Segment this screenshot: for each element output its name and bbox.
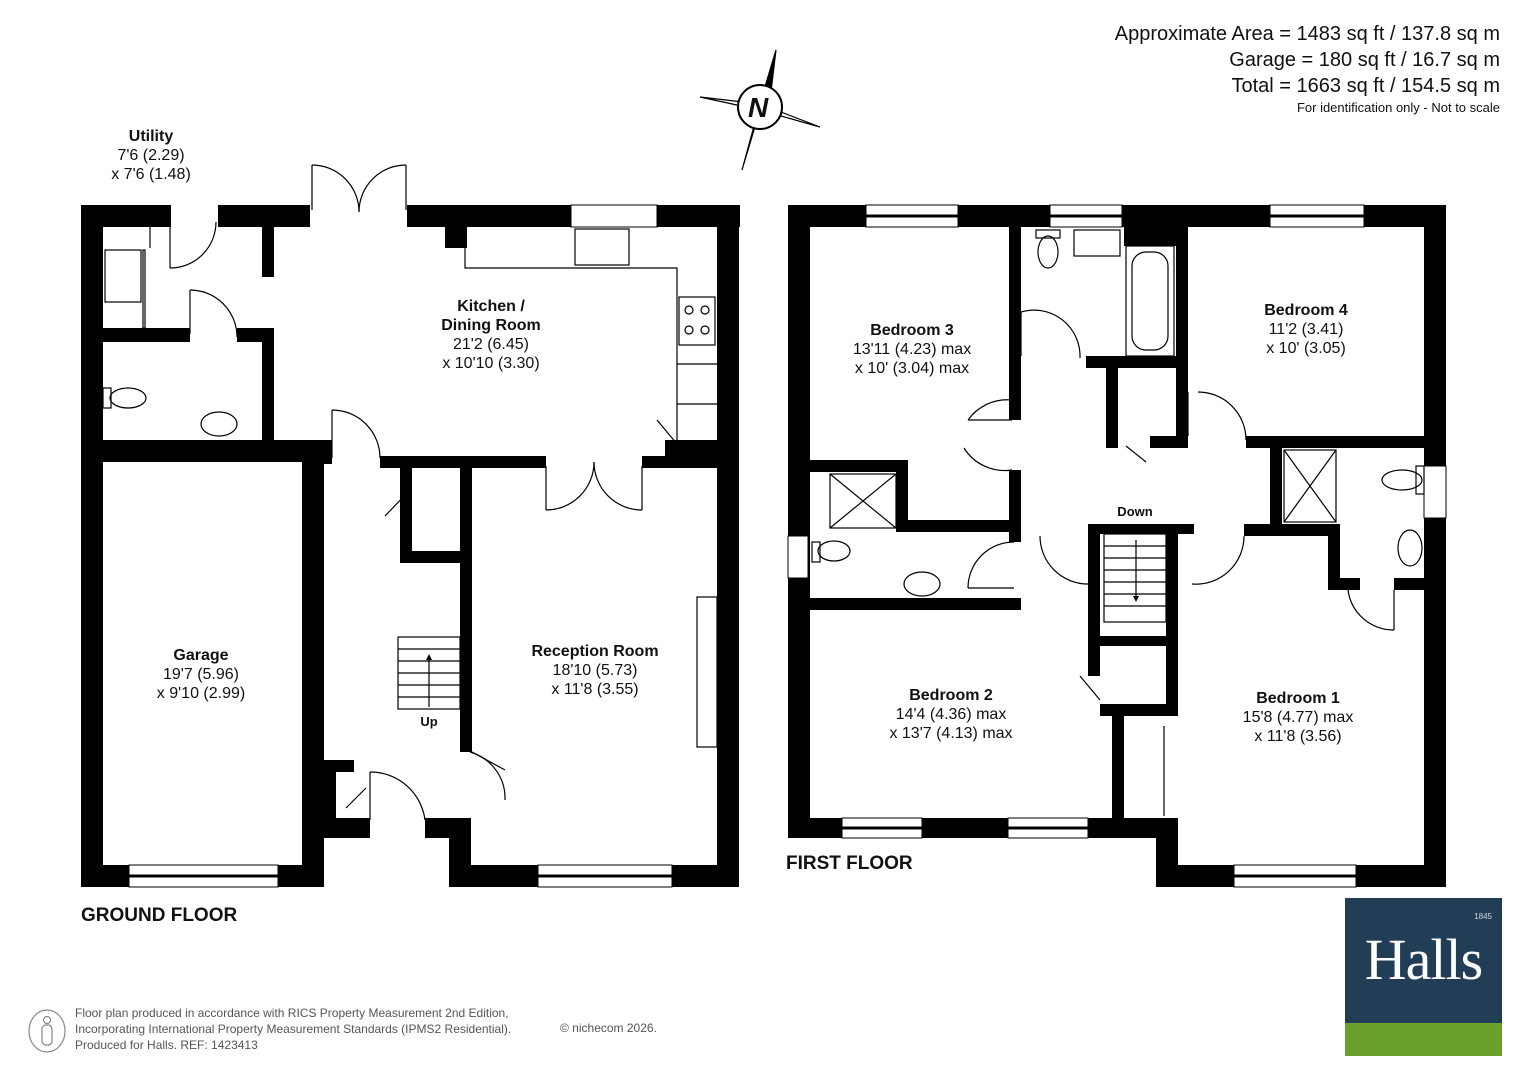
logo-year: 1845 — [1474, 912, 1492, 921]
copyright: © nichecom 2026. — [560, 1021, 657, 1035]
first-floor-fixtures — [811, 229, 1425, 816]
footer-line: Produced for Halls. REF: 1423413 — [75, 1038, 258, 1052]
room-name: Bedroom 4 — [1264, 302, 1348, 319]
ground-floor-windows — [128, 204, 673, 888]
room-utility: Utility 7'6 (2.29) x 7'6 (1.48) — [111, 127, 191, 184]
room-dim: x 10' (3.04) max — [854, 360, 970, 377]
total-area: Total = 1663 sq ft / 154.5 sq m — [1231, 75, 1501, 97]
compass-rose — [699, 49, 821, 171]
ground-floor-title: GROUND FLOOR — [81, 905, 238, 926]
room-reception: Reception Room 18'10 (5.73) x 11'8 (3.55… — [531, 642, 658, 699]
room-bedroom-1: Bedroom 1 15'8 (4.77) max x 11'8 (3.56) — [1243, 689, 1354, 746]
room-name: Bedroom 1 — [1256, 690, 1340, 707]
first-floor-windows — [787, 204, 1447, 888]
room-name: Dining Room — [441, 317, 541, 334]
room-dim: 19'7 (5.96) — [163, 666, 239, 683]
room-name: Utility — [128, 128, 174, 145]
area-summary: Approximate Area = 1483 sq ft / 137.8 sq… — [1115, 21, 1500, 117]
room-dim: 13'11 (4.23) max — [852, 341, 972, 358]
footer-line: Floor plan produced in accordance with R… — [75, 1006, 509, 1020]
room-dim: x 10'10 (3.30) — [442, 355, 540, 372]
room-dim: 14'4 (4.36) max — [895, 706, 1007, 723]
ground-floor-walls — [81, 205, 740, 887]
footer-notes: Floor plan produced in accordance with R… — [75, 1005, 511, 1053]
room-dim: 7'6 (2.29) — [117, 147, 185, 164]
room-name: Garage — [173, 647, 229, 664]
logo-name: Halls — [1364, 927, 1483, 992]
footer-line: Incorporating International Property Mea… — [75, 1022, 512, 1036]
room-name: Kitchen / — [457, 298, 525, 315]
stairs-up-label: Up — [420, 714, 438, 729]
room-dim: x 13'7 (4.13) max — [889, 725, 1013, 742]
room-dim: 15'8 (4.77) max — [1242, 709, 1354, 726]
room-dim: x 11'8 (3.56) — [1254, 728, 1342, 745]
room-dim: 11'2 (3.41) — [1268, 321, 1344, 338]
room-dim: x 9'10 (2.99) — [156, 685, 246, 702]
garage-area: Garage = 180 sq ft / 16.7 sq m — [1229, 49, 1500, 71]
room-name: Reception Room — [531, 643, 659, 660]
first-floor-title: FIRST FLOOR — [786, 853, 913, 874]
room-dim: x 7'6 (1.48) — [111, 166, 191, 183]
logo-green-bar — [1345, 1023, 1502, 1056]
room-dim: 18'10 (5.73) — [552, 662, 638, 679]
halls-logo: 1845 Halls — [1345, 898, 1502, 1056]
stairs-down-label: Down — [1117, 504, 1153, 519]
room-name: Bedroom 2 — [909, 687, 993, 704]
room-bedroom-3: Bedroom 3 13'11 (4.23) max x 10' (3.04) … — [853, 321, 971, 378]
room-name: Bedroom 3 — [870, 322, 954, 339]
room-bedroom-2: Bedroom 2 14'4 (4.36) max x 13'7 (4.13) … — [889, 686, 1012, 743]
room-dim: x 10' (3.05) — [1266, 340, 1346, 357]
person-icon — [28, 1009, 66, 1053]
room-dim: x 11'8 (3.55) — [551, 681, 639, 698]
room-bedroom-4: Bedroom 4 11'2 (3.41) x 10' (3.05) — [1264, 301, 1348, 358]
room-garage: Garage 19'7 (5.96) x 9'10 (2.99) — [157, 646, 245, 703]
room-kitchen: Kitchen / Dining Room 21'2 (6.45) x 10'1… — [441, 297, 541, 373]
room-dim: 21'2 (6.45) — [452, 336, 529, 353]
scale-note: For identification only - Not to scale — [1296, 100, 1500, 115]
compass-letter: N — [748, 92, 769, 123]
ground-floor-fixtures — [102, 164, 718, 821]
approximate-area: Approximate Area = 1483 sq ft / 137.8 sq… — [1114, 23, 1500, 45]
